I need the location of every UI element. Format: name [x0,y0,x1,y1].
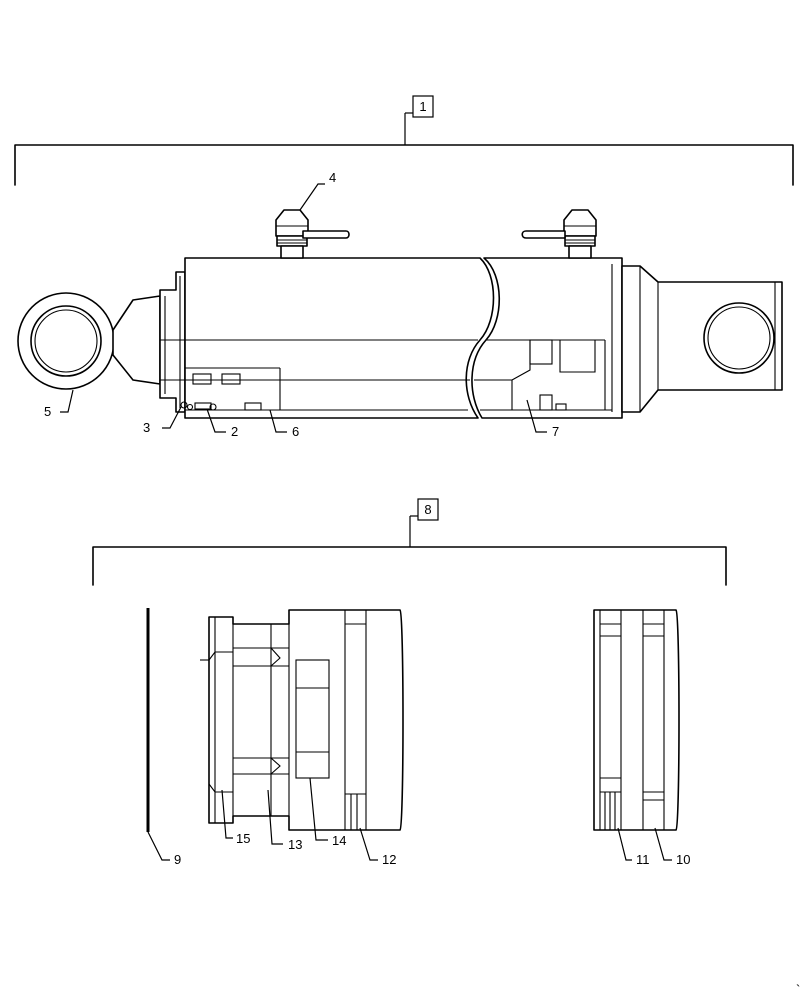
piston-seal-set [593,609,680,831]
callout-5: 5 [44,389,74,419]
callout-11: 11 [617,827,650,867]
callout-2: 2 [206,408,238,439]
callout-9: 9 [147,831,181,867]
svg-text:7: 7 [552,424,559,439]
svg-text:2: 2 [231,424,238,439]
port-fitting-right [521,209,597,259]
svg-text:14: 14 [332,833,346,848]
callout-7: 7 [526,399,559,439]
svg-text:15: 15 [236,831,250,846]
port-fitting-left [275,209,350,259]
callout-12: 12 [359,827,396,867]
callout-14: 14 [309,777,346,848]
svg-text:5: 5 [44,404,51,419]
rod-eye [17,292,115,390]
seal-kit-bracket: 8 [92,498,727,586]
gland-seal-set [200,609,404,831]
corner-mark: ` [796,982,800,997]
callout-13: 13 [267,789,302,852]
callout-15: 15 [221,789,250,846]
assembly-bracket: 1 [14,95,794,186]
svg-text:13: 13 [288,837,302,852]
hydraulic-cylinder [17,209,783,419]
callout-4: 4 [299,170,336,211]
assembly-label: 1 [419,99,426,114]
callout-10: 10 [654,827,690,867]
svg-text:9: 9 [174,852,181,867]
svg-text:3: 3 [143,420,150,435]
callout-6: 6 [269,409,299,439]
svg-text:10: 10 [676,852,690,867]
svg-text:4: 4 [329,170,336,185]
callout-3: 3 [143,406,182,435]
svg-text:6: 6 [292,424,299,439]
svg-text:11: 11 [636,852,650,867]
svg-text:12: 12 [382,852,396,867]
kit-label: 8 [424,502,431,517]
